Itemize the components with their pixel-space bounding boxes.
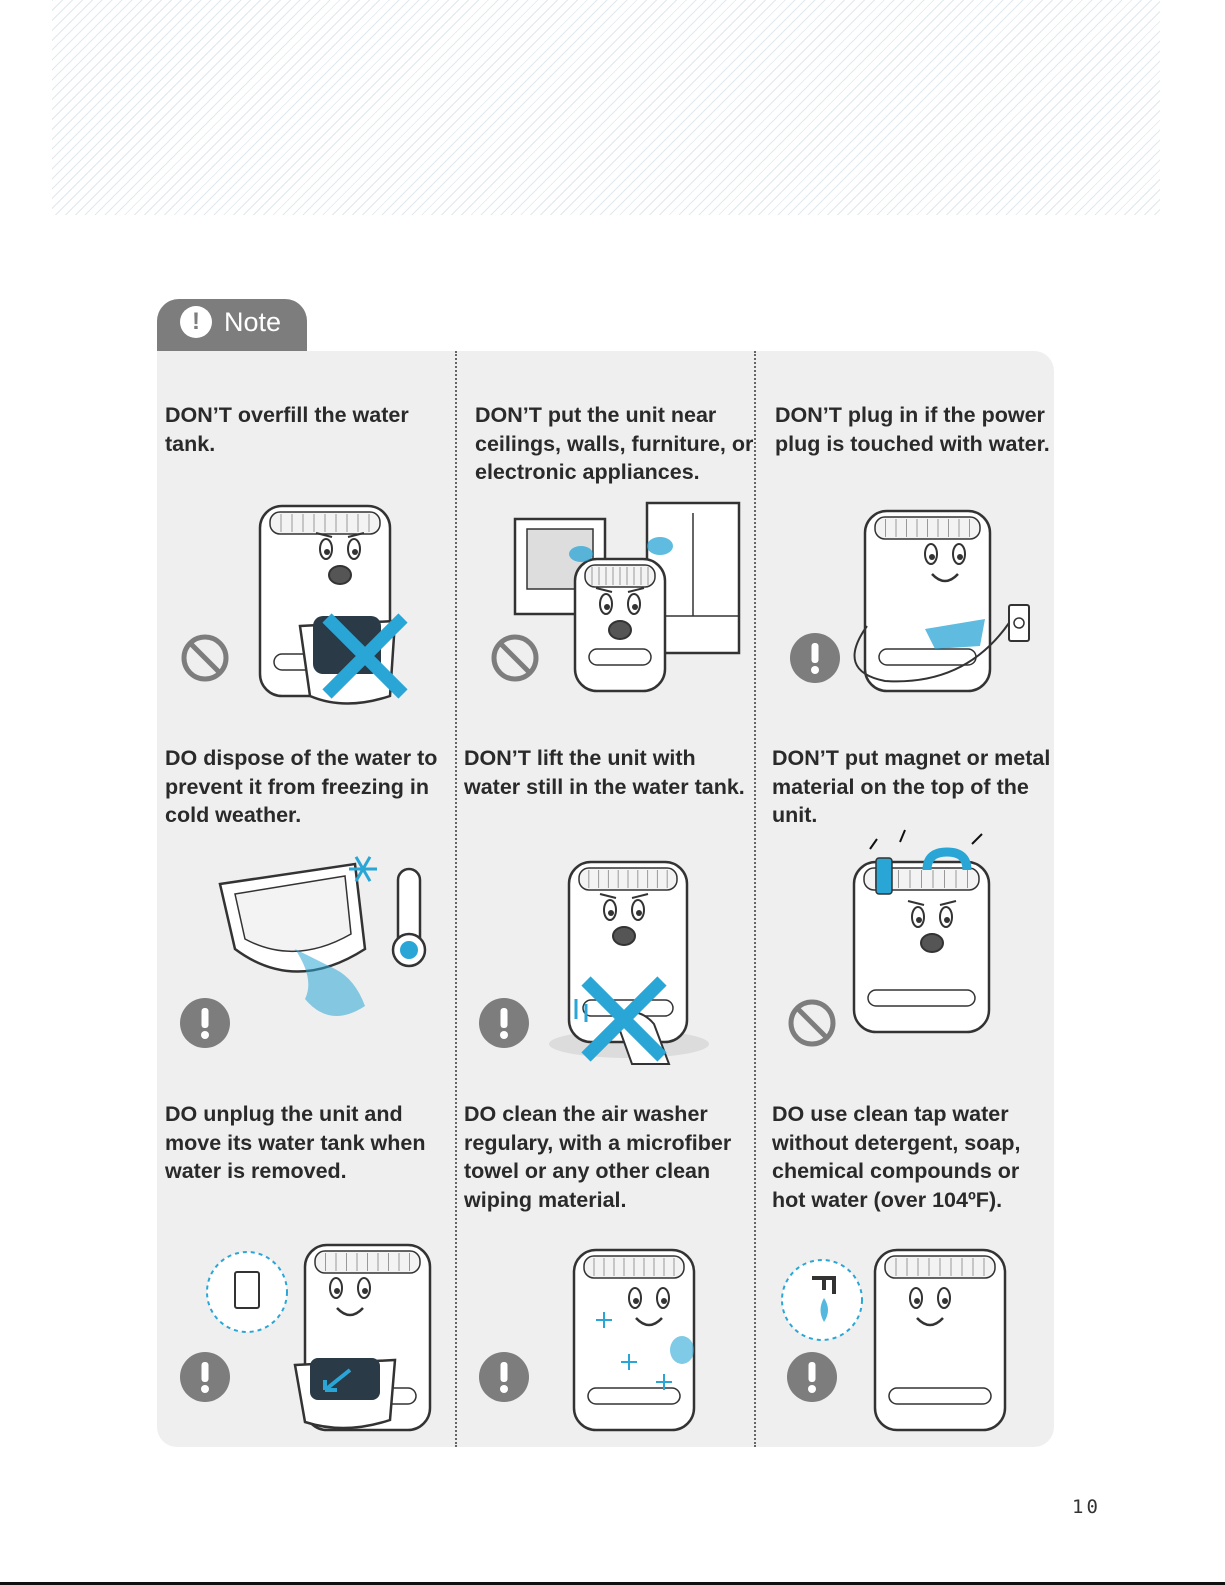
caution-icon (479, 1352, 529, 1402)
note-item-lifting: DON’T lift the unit with water still in … (464, 744, 754, 1084)
snowflake-icon (349, 856, 377, 882)
mascot-face (315, 532, 365, 585)
note-item-text: DON’T put the unit near ceilings, walls,… (475, 403, 754, 484)
note-heading: ! Note (180, 304, 281, 340)
wall-socket (206, 1251, 288, 1333)
thermometer-icon (391, 867, 427, 968)
near-furniture-illustration (491, 501, 741, 693)
magnet-icon (922, 847, 972, 871)
note-item-magnet: DON’T put magnet or metal material on th… (772, 744, 1062, 1084)
mascot-face (329, 1277, 371, 1317)
note-item-water-type: DO use clean tap water without detergent… (772, 1100, 1062, 1440)
spark-lines (869, 829, 983, 850)
tap-illustration (781, 1248, 1007, 1432)
cross-mark (581, 976, 667, 1062)
mascot-face (599, 893, 649, 946)
header-banner (52, 0, 1160, 215)
column-divider (754, 351, 756, 1447)
note-item-wet-plug: DON’T plug in if the power plug is touch… (775, 401, 1065, 741)
air-washer-unit (863, 509, 992, 693)
caution-icon (787, 1352, 837, 1402)
freeze-illustration (180, 856, 427, 1048)
water-tank (298, 616, 397, 705)
note-item-text: DON’T put magnet or metal material on th… (772, 746, 1051, 827)
bottom-rule (0, 1582, 1225, 1585)
note-label: Note (224, 306, 282, 337)
exclamation-icon: ! (180, 306, 212, 338)
note-item-cleaning: DO clean the air washer regulary, with a… (464, 1100, 754, 1440)
caution-icon (180, 1352, 230, 1402)
column-divider (455, 351, 457, 1447)
mascot-face (628, 1287, 670, 1327)
mist-puffs (569, 537, 673, 562)
caution-icon (180, 998, 230, 1048)
note-item-text: DO dispose of the water to prevent it fr… (165, 746, 438, 827)
caution-icon (790, 633, 840, 683)
note-item-freezing: DO dispose of the water to prevent it fr… (165, 744, 455, 1084)
note-item-placement: DON’T put the unit near ceilings, walls,… (475, 401, 765, 741)
cross-mark (322, 613, 408, 699)
sparkle-icons (596, 1312, 672, 1390)
lift-illustration (479, 860, 709, 1065)
prohibited-icon (788, 999, 836, 1047)
note-item-text: DON’T overfill the water tank. (165, 403, 409, 456)
water-tank (293, 1358, 397, 1430)
note-item-text: DO clean the air washer regulary, with a… (464, 1102, 732, 1212)
pouring-water (295, 949, 365, 1016)
mascot-face (924, 543, 966, 583)
caution-icon (479, 998, 529, 1048)
mascot-face (595, 587, 645, 640)
faucet-icon (781, 1259, 863, 1341)
mascot-face (907, 900, 957, 953)
note-item-text: DON’T plug in if the power plug is touch… (775, 403, 1050, 456)
metal-bar-icon (875, 857, 893, 895)
note-item-text: DO use clean tap water without detergent… (772, 1102, 1021, 1212)
clean-illustration (479, 1248, 696, 1432)
page-number: 10 (1072, 1496, 1101, 1518)
wet-towel (925, 619, 985, 649)
tilted-tank (218, 862, 367, 973)
mascot-face (909, 1287, 951, 1327)
microfiber-towel (670, 1336, 694, 1364)
air-washer-unit (873, 1248, 1007, 1432)
power-cord (853, 622, 1010, 683)
note-item-text: DO unplug the unit and move its water ta… (165, 1102, 426, 1183)
note-item-overfill: DON’T overfill the water tank. (165, 401, 455, 741)
magnet-illustration (788, 829, 991, 1047)
note-item-text: DON’T lift the unit with water still in … (464, 746, 745, 799)
prohibited-icon (181, 634, 229, 682)
water-drips (574, 999, 588, 1022)
note-item-unplug: DO unplug the unit and move its water ta… (165, 1100, 455, 1440)
unplug-illustration (180, 1243, 432, 1432)
tank-illustration (181, 504, 408, 705)
plug-illustration (790, 509, 1030, 693)
wall-outlet (1008, 604, 1030, 642)
prohibited-icon (491, 634, 539, 682)
